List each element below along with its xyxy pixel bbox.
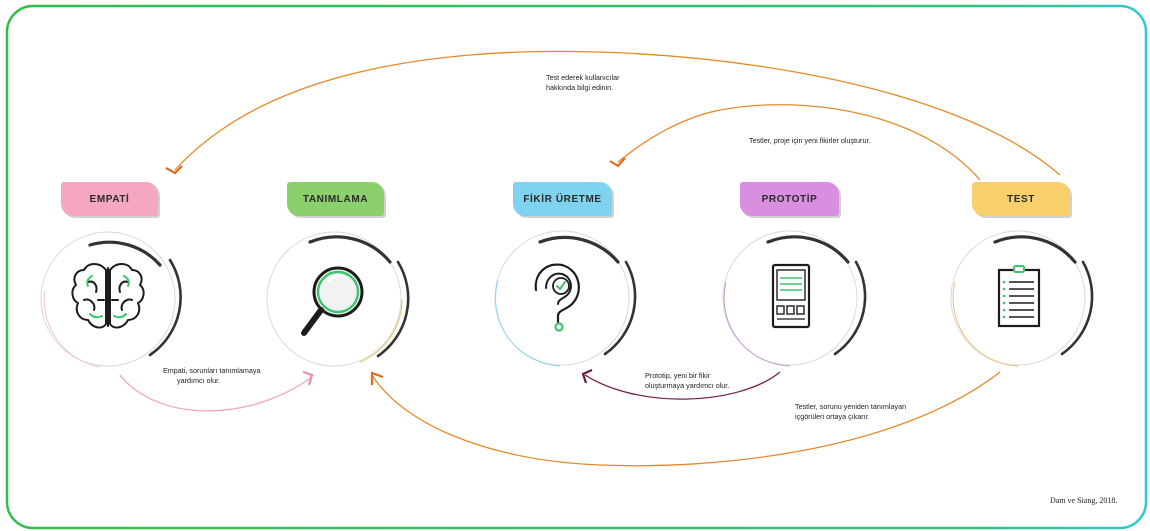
note-test-insights-line-2: içgörüleri ortaya çıkarır.	[795, 411, 870, 421]
arrowhead-define-orange	[370, 371, 384, 385]
arrow-test-to-ideation	[617, 104, 981, 181]
note-empathy-define: Empati, sorunları tanımlamaya yardımcı o…	[163, 366, 260, 385]
note-test-users-line-1: Test ederek kullanıcılar	[546, 73, 620, 82]
idea-spiral-icon	[534, 263, 580, 332]
outer-frame	[5, 4, 1148, 530]
stage-label-prototype-text: PROTOTİP	[761, 193, 818, 205]
stage-label-empathy-text: EMPATİ	[89, 193, 130, 205]
arrowhead-ideation-maroon	[581, 368, 593, 384]
stage-label-test-text: TEST	[1007, 193, 1035, 205]
citation: Dam ve Siang, 2018.	[1050, 496, 1118, 505]
magnifier-icon	[301, 266, 364, 336]
arrow-empathy-to-define	[119, 374, 313, 412]
ideation-circle	[494, 230, 637, 367]
arrowhead-empathy	[165, 165, 183, 175]
note-test-users-line-2: hakkında bilgi edinin.	[546, 82, 614, 92]
brain-accent-icon	[86, 275, 130, 319]
stage-label-test: TEST	[972, 182, 1070, 216]
stage-label-define-text: TANIMLAMA	[302, 193, 369, 205]
arrow-test-to-define	[371, 371, 1001, 467]
checklist-icon	[997, 265, 1041, 328]
prototype-device-icon	[771, 263, 811, 329]
note-test-users: Test ederek kullanıcılar hakkında bilgi …	[546, 73, 620, 92]
brain-icon	[71, 263, 145, 329]
stage-label-empathy: EMPATİ	[61, 182, 158, 216]
stage-label-ideation: FİKİR ÜRETME	[513, 182, 612, 216]
note-test-insights: Testler, sorunu yeniden tanımlayan içgör…	[795, 402, 906, 421]
arrow-prototype-to-ideation	[584, 371, 781, 400]
note-empathy-define-line-2: yardımcı olur.	[177, 375, 221, 385]
note-empathy-define-line-1: Empati, sorunları tanımlamaya	[163, 366, 261, 375]
arrowhead-define-pink	[302, 370, 314, 386]
note-prototype-ideas: Prototip, yeni bir fikir oluşturmaya yar…	[645, 371, 729, 390]
note-test-insights-line-1: Testler, sorunu yeniden tanımlayan	[795, 402, 907, 411]
note-test-ideas: Testler, proje için yeni fikirler oluştu…	[749, 136, 870, 146]
stage-label-ideation-text: FİKİR ÜRETME	[523, 193, 602, 205]
arrow-test-to-empathy	[174, 50, 1061, 176]
note-test-ideas-line-1: Testler, proje için yeni fikirler oluştu…	[749, 136, 871, 145]
note-prototype-ideas-line-2: oluşturmaya yardımcı olur.	[645, 380, 730, 390]
arrowhead-ideation	[609, 157, 626, 168]
note-prototype-ideas-line-1: Prototip, yeni bir fikir	[645, 371, 711, 380]
stage-label-prototype: PROTOTİP	[740, 182, 839, 216]
stage-label-define: TANIMLAMA	[287, 182, 384, 216]
